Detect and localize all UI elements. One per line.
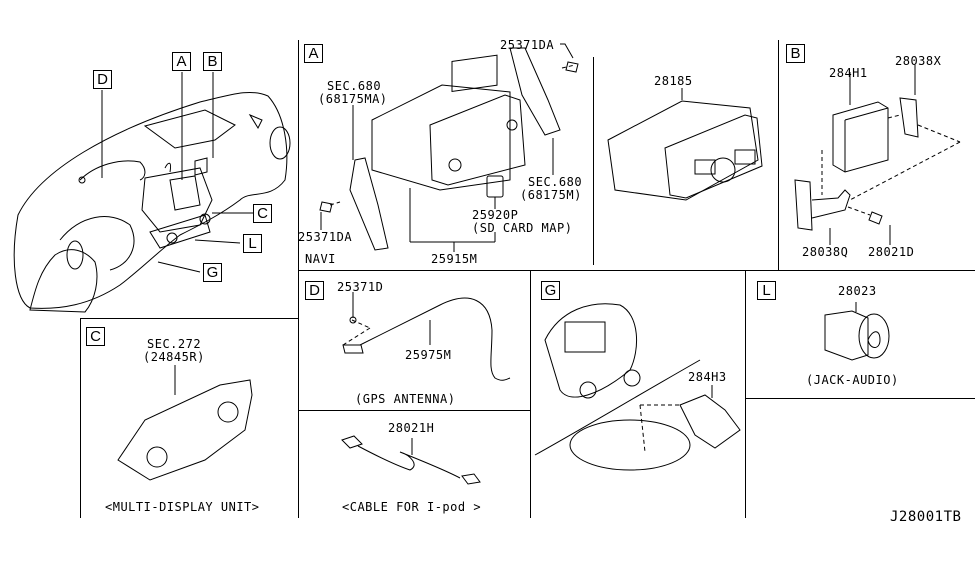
section-a-badge: A	[304, 44, 323, 63]
bracket-left-part[interactable]: (68175MA)	[318, 92, 388, 106]
bracket-left-ref[interactable]: SEC.680	[327, 79, 382, 93]
callout-d[interactable]: D	[93, 70, 112, 89]
bracket-right-part[interactable]: (68175M)	[520, 188, 582, 202]
bracket-28038x-part[interactable]: 28038X	[895, 54, 942, 68]
bolt-28021d-part[interactable]: 28021D	[868, 245, 915, 259]
bracket-28038q-part[interactable]: 28038Q	[802, 245, 849, 259]
section-g-badge: G	[541, 281, 560, 300]
drawing-code: J28001TB	[890, 509, 962, 525]
divider-horizontal-c-top	[80, 318, 299, 319]
divider-horizontal-d-ipod	[298, 410, 530, 411]
callout-a[interactable]: A	[172, 52, 191, 71]
callout-b[interactable]: B	[203, 52, 222, 71]
divider-horizontal-l-bottom	[745, 398, 975, 399]
module-284h1-part[interactable]: 284H1	[829, 66, 868, 80]
bracket-right-ref[interactable]: SEC.680	[528, 175, 583, 189]
gps-antenna-caption: (GPS ANTENNA)	[355, 392, 456, 406]
sd-card-part[interactable]: 25920P	[472, 208, 519, 222]
divider-vertical-g-l	[745, 270, 746, 518]
gps-antenna-drawing	[342, 292, 511, 381]
callout-l[interactable]: L	[243, 234, 262, 253]
section-b-badge: B	[786, 44, 805, 63]
divider-vertical-c-left	[80, 318, 81, 518]
dashboard-overview-drawing	[13, 72, 291, 313]
section-l-badge: L	[757, 281, 776, 300]
section-c-badge: C	[86, 327, 105, 346]
audio-jack-drawing	[824, 302, 890, 361]
divider-vertical-a-audio	[593, 57, 594, 265]
section-d-badge: D	[305, 281, 324, 300]
divider-vertical-d-g	[530, 270, 531, 518]
screw-top-part[interactable]: 25371DA	[500, 38, 555, 52]
screw-left-part[interactable]: 25371DA	[298, 230, 353, 244]
audio-jack-part[interactable]: 28023	[838, 284, 877, 298]
ipod-cable-part[interactable]: 28021H	[388, 421, 435, 435]
audio-unit-part[interactable]: 28185	[654, 74, 693, 88]
audio-unit-drawing	[607, 100, 763, 201]
module-284h1-drawing	[794, 65, 961, 245]
ipod-cable-caption: <CABLE FOR I-pod >	[342, 500, 482, 514]
callout-c[interactable]: C	[253, 204, 272, 223]
multi-display-part[interactable]: (24845R)	[143, 350, 205, 364]
switch-284h3-part[interactable]: 284H3	[688, 370, 727, 384]
callout-g[interactable]: G	[203, 263, 222, 282]
sd-card-desc: (SD CARD MAP)	[472, 221, 573, 235]
navi-variant-label: NAVI	[305, 252, 336, 266]
navi-unit-drawing	[319, 47, 579, 251]
divider-vertical-audio-b	[778, 40, 779, 270]
multi-display-unit-drawing	[117, 365, 253, 481]
ipod-cable-drawing	[341, 435, 481, 485]
gps-antenna-part[interactable]: 25975M	[405, 348, 452, 362]
divider-vertical-main	[298, 40, 299, 518]
screw-25371d-part[interactable]: 25371D	[337, 280, 384, 294]
multi-display-caption: <MULTI-DISPLAY UNIT>	[105, 500, 260, 514]
divider-horizontal-row1	[298, 270, 975, 271]
multi-display-ref[interactable]: SEC.272	[147, 337, 202, 351]
dashboard-detail-284h3-drawing	[534, 303, 741, 471]
navi-unit-part[interactable]: 25915M	[431, 252, 478, 266]
audio-jack-caption: (JACK-AUDIO)	[806, 373, 899, 387]
